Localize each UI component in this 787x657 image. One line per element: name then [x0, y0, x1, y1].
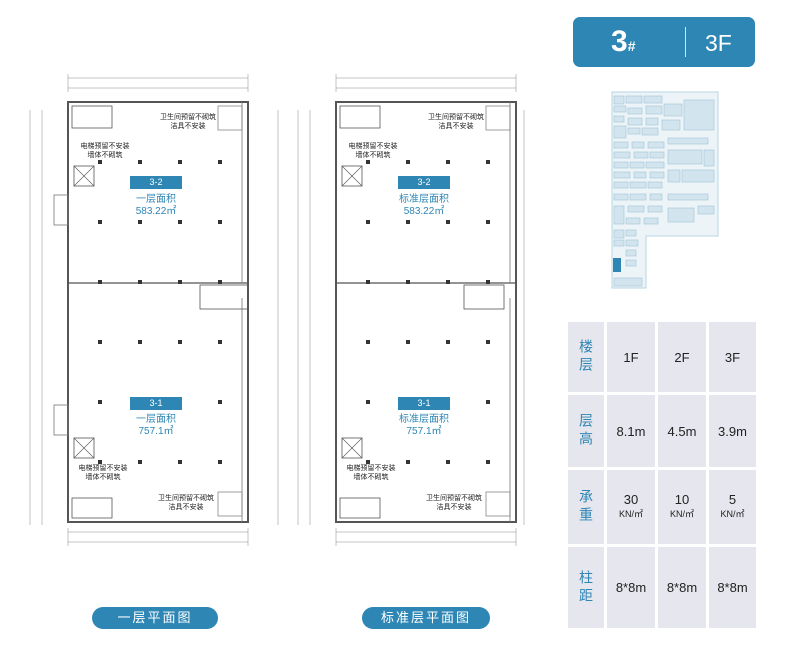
site-map-drawing — [611, 91, 719, 289]
floor-plan-1: 卫生间预留不砌筑 洁具不安装 电梯预留不安装 墙体不砌筑 3-2 一层面积 58… — [20, 70, 279, 560]
area-value-top: 583.22㎡ — [135, 206, 177, 217]
badge-divider — [685, 27, 686, 57]
wc-note-top: 卫生间预留不砌筑 洁具不安装 — [160, 113, 216, 130]
building-number: 3# — [611, 25, 636, 58]
elevator-note-bottom: 电梯预留不安装 墙体不砌筑 — [346, 464, 396, 481]
highlighted-building — [613, 258, 621, 272]
unit-tag-top: 3-2 — [130, 176, 182, 189]
area-label-top: 一层面积 — [136, 194, 176, 205]
area-value-bottom: 757.1㎡ — [138, 426, 174, 437]
area-label-top: 标准层面积 — [399, 194, 449, 205]
area-label-bottom: 标准层面积 — [399, 414, 449, 425]
plan-drawing-1 — [29, 74, 279, 546]
spacing-1f: 8*8m — [607, 547, 655, 628]
unit-tag-bottom: 3-1 — [398, 397, 450, 410]
floor-plan-2: 卫生间预留不砌筑 洁具不安装 电梯预留不安装 墙体不砌筑 3-2 标准层面积 5… — [288, 70, 538, 560]
floor-2f: 2F — [658, 322, 706, 392]
area-label-bottom: 一层面积 — [136, 414, 176, 425]
caption-plan-2: 标准层平面图 — [362, 607, 490, 629]
elevator-note-top: 电梯预留不安装 墙体不砌筑 — [348, 142, 398, 159]
header-height: 层高 — [568, 395, 604, 467]
spacing-3f: 8*8m — [709, 547, 756, 628]
building-floor-badge: 3# 3F — [573, 17, 755, 67]
floor-3f: 3F — [709, 322, 756, 392]
wc-note-top: 卫生间预留不砌筑 洁具不安装 — [428, 113, 484, 130]
height-2f: 4.5m — [658, 395, 706, 467]
elevator-note-top: 电梯预留不安装 墙体不砌筑 — [80, 142, 130, 159]
unit-tag-top: 3-2 — [398, 176, 450, 189]
area-value-bottom: 757.1㎡ — [406, 426, 442, 437]
area-value-top: 583.22㎡ — [403, 206, 445, 217]
unit-tag-bottom: 3-1 — [130, 397, 182, 410]
caption-plan-1: 一层平面图 — [92, 607, 218, 629]
elevator-note-bottom: 电梯预留不安装 墙体不砌筑 — [78, 464, 128, 481]
spacing-2f: 8*8m — [658, 547, 706, 628]
plan-drawing-2 — [297, 74, 525, 546]
height-3f: 3.9m — [709, 395, 756, 467]
wc-note-bottom: 卫生间预留不砌筑 洁具不安装 — [426, 494, 482, 511]
header-floor: 楼层 — [568, 322, 604, 392]
header-spacing: 柱距 — [568, 547, 604, 628]
floor-1f: 1F — [607, 322, 655, 392]
site-key-map — [606, 90, 722, 290]
wc-note-bottom: 卫生间预留不砌筑 洁具不安装 — [158, 494, 214, 511]
header-load: 承重 — [568, 470, 604, 544]
floor-label: 3F — [705, 30, 732, 56]
height-1f: 8.1m — [607, 395, 655, 467]
